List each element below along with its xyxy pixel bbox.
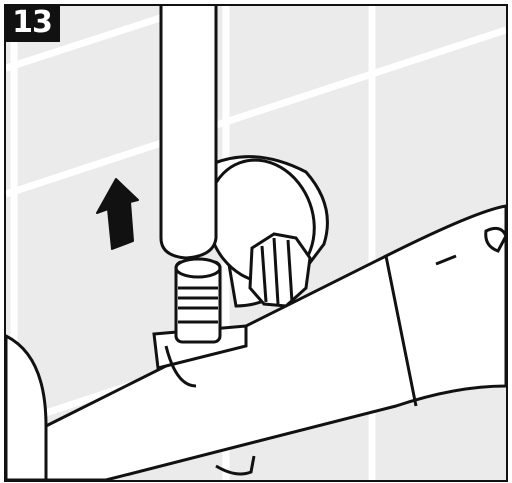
installation-diagram <box>6 6 506 480</box>
bar-left-end <box>6 334 48 480</box>
bar-seam <box>384 255 418 407</box>
arrow-up-icon <box>96 178 139 250</box>
bar-handle <box>484 226 506 253</box>
union-nut <box>248 232 312 308</box>
fitting-top <box>174 257 222 279</box>
bar-outlet <box>215 455 256 476</box>
tile-grout-line <box>6 26 506 198</box>
tile-grout-line <box>6 6 209 72</box>
riser-pipe-body <box>159 6 218 260</box>
thermostat-bar <box>6 204 506 480</box>
nut-body <box>248 232 312 308</box>
nut-edge <box>272 237 280 305</box>
riser-pipe <box>159 6 218 260</box>
nut-edge <box>260 245 268 303</box>
connector-fitting <box>152 257 248 388</box>
nut-edge <box>286 239 294 303</box>
illustration-frame <box>4 4 508 482</box>
step-number-badge: 13 <box>4 4 60 42</box>
fitting-base <box>164 345 197 388</box>
bar-mark <box>435 254 457 266</box>
